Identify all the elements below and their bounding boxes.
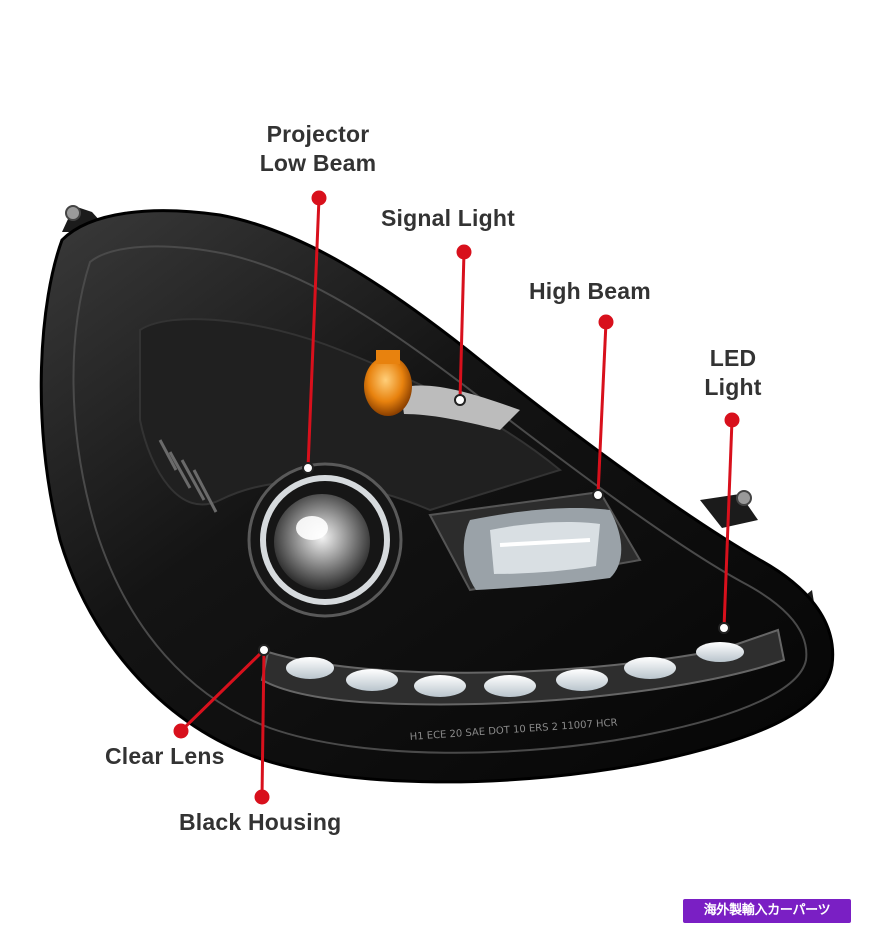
label-black-housing: Black Housing (179, 809, 342, 835)
upper-cowl (139, 318, 563, 512)
signal-light (364, 350, 520, 430)
label-projector-low-beam: Projector Low Beam (260, 120, 377, 178)
label-led-light: LED Light (704, 344, 761, 402)
label-led-light-text: LED Light (704, 345, 762, 400)
reflector-fins (158, 439, 218, 513)
label-signal-light: Signal Light (381, 205, 515, 231)
housing-bezel (72, 245, 808, 754)
high-beam-reflector (428, 490, 642, 592)
projector-lens (247, 462, 403, 618)
label-high-beam: High Beam (529, 278, 651, 304)
leader-lines (173, 190, 740, 805)
watermark-badge: 海外製輸入カーパーツ (683, 899, 851, 923)
label-clear-lens: Clear Lens (105, 743, 225, 769)
led-strip (260, 628, 786, 706)
anchor-dots (258, 394, 730, 656)
label-projector-low-beam-text: Projector Low Beam (259, 121, 377, 176)
